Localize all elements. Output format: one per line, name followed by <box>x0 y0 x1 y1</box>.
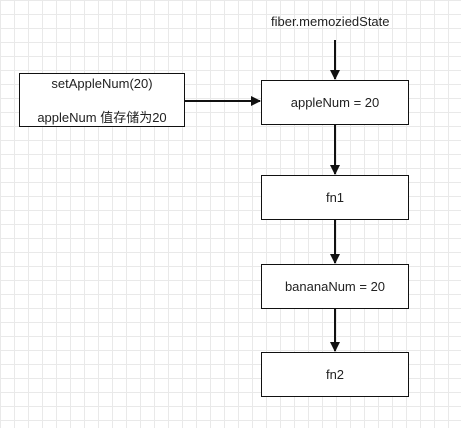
node-fn2: fn2 <box>261 352 409 397</box>
update-box-text: setAppleNum(20) appleNum 值存储为20 <box>37 58 166 143</box>
entry-label-text: fiber.memoziedState <box>271 14 390 29</box>
node-fn1: fn1 <box>261 175 409 220</box>
update-box: setAppleNum(20) appleNum 值存储为20 <box>19 73 185 127</box>
node-fn2-label: fn2 <box>325 367 345 382</box>
update-box-line2: appleNum 值存储为20 <box>37 109 167 125</box>
update-box-line1: setAppleNum(20) <box>51 75 153 91</box>
node-banana-label: bananaNum = 20 <box>284 279 386 294</box>
node-apple-label: appleNum = 20 <box>290 95 380 110</box>
node-apple: appleNum = 20 <box>261 80 409 125</box>
node-banana: bananaNum = 20 <box>261 264 409 309</box>
entry-label: fiber.memoziedState <box>271 14 411 29</box>
node-fn1-label: fn1 <box>325 190 345 205</box>
